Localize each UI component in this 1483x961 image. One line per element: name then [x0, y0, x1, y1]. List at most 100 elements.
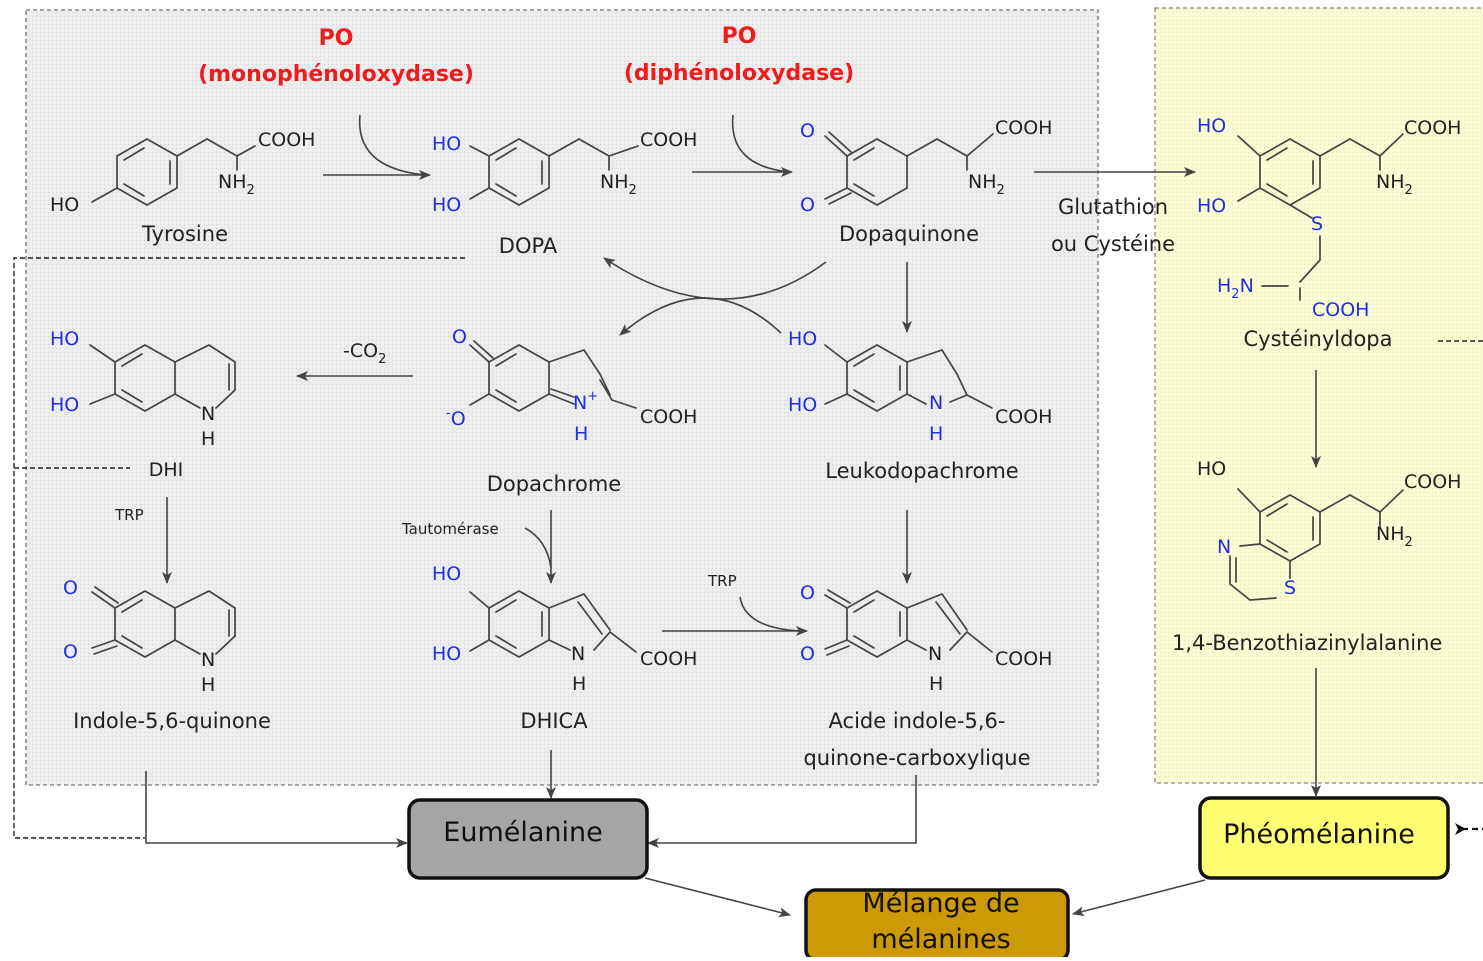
svg-text:N: N — [201, 403, 215, 425]
svg-text:O: O — [63, 577, 78, 599]
svg-text:O: O — [63, 641, 78, 663]
svg-text:HO: HO — [788, 394, 817, 416]
svg-text:HO: HO — [432, 643, 461, 665]
dashed-bracket — [13, 257, 465, 839]
svg-text:mélanines: mélanines — [871, 924, 1010, 955]
reagent-co2: -CO2 — [343, 340, 386, 367]
enzyme-di-name: (diphénoloxydase) — [624, 61, 854, 86]
svg-text:HO: HO — [50, 394, 79, 416]
box-eumelanine: Eumélanine — [407, 798, 649, 880]
svg-text:N: N — [929, 392, 943, 414]
svg-text:H: H — [201, 674, 215, 696]
reagent-glutathion: Glutathion — [1058, 195, 1168, 219]
svg-text:HO: HO — [1197, 195, 1226, 217]
svg-text:COOH: COOH — [1404, 117, 1461, 139]
svg-text:H: H — [572, 673, 586, 695]
svg-text:COOH: COOH — [1312, 299, 1369, 321]
arrow-enzyme-mono — [358, 114, 426, 176]
svg-text:COOH: COOH — [640, 648, 697, 670]
arrow-pheomelanine-to-melange — [1072, 879, 1206, 917]
svg-text:HO: HO — [432, 563, 461, 585]
dhica-structure: HO HO N H COOH — [432, 563, 697, 695]
svg-text:O: O — [452, 326, 467, 348]
reagent-cysteine: ou Cystéine — [1051, 232, 1175, 256]
label-dopa: DOPA — [499, 234, 558, 258]
arrow-indolequinone-to-eumelanine — [145, 771, 408, 848]
svg-text:N: N — [928, 643, 942, 665]
svg-text:Eumélanine: Eumélanine — [443, 817, 602, 848]
arrow-redox-to-dopachrome — [619, 297, 782, 336]
svg-text:O: O — [800, 194, 815, 216]
box-melange: Mélange de mélanines — [804, 888, 1070, 961]
enzyme-mono-name: (monophénoloxydase) — [198, 62, 474, 87]
svg-text:O: O — [800, 643, 815, 665]
indolequinone-structure: O O N H — [63, 577, 236, 696]
svg-text:N: N — [1217, 536, 1231, 558]
svg-text:HO: HO — [50, 194, 79, 216]
reagent-tautomerase: Tautomérase — [401, 520, 499, 538]
svg-text:COOH: COOH — [995, 648, 1052, 670]
pheomelanin-panel — [1154, 7, 1483, 784]
arrow-eumelanine-to-melange — [644, 877, 791, 918]
svg-text:HO: HO — [432, 133, 461, 155]
dashed-pheo-arrowhead — [1455, 823, 1466, 835]
svg-text:S: S — [1311, 213, 1323, 235]
dopachrome-structure: O -O N+ H COOH — [446, 326, 697, 445]
dhi-structure: HO HO N H — [50, 328, 236, 450]
svg-text:COOH: COOH — [1404, 471, 1461, 493]
label-cysteinyldopa: Cystéinyldopa — [1244, 327, 1393, 351]
box-pheomelanine: Phéomélanine — [1198, 796, 1450, 880]
svg-text:O: O — [800, 582, 815, 604]
svg-text:COOH: COOH — [640, 129, 697, 151]
svg-text:H2N: H2N — [1217, 275, 1254, 302]
label-dhi: DHI — [149, 459, 184, 481]
enzyme-di-title: PO — [722, 24, 757, 49]
arrow-tautomerase — [524, 527, 552, 569]
label-tyrosine: Tyrosine — [141, 222, 228, 246]
arrow-trp-dhica — [739, 596, 801, 632]
label-acid-line1: Acide indole-5,6- — [829, 709, 1006, 733]
label-leukodopachrome: Leukodopachrome — [825, 459, 1018, 483]
indolequinone-carboxylic-structure: O O N H COOH — [800, 582, 1052, 695]
svg-text:HO: HO — [1197, 115, 1226, 137]
label-indolequinone: Indole-5,6-quinone — [73, 709, 271, 733]
svg-text:Mélange de: Mélange de — [862, 888, 1019, 919]
svg-text:NH2: NH2 — [1376, 171, 1413, 198]
arrow-acid-to-eumelanine — [647, 775, 917, 848]
svg-text:H: H — [929, 673, 943, 695]
svg-text:NH2: NH2 — [968, 171, 1005, 198]
svg-text:COOH: COOH — [995, 406, 1052, 428]
svg-text:COOH: COOH — [258, 129, 315, 151]
svg-text:Phéomélanine: Phéomélanine — [1223, 819, 1415, 850]
svg-text:COOH: COOH — [995, 117, 1052, 139]
tyrosine-structure: COOH NH2 HO — [50, 129, 315, 216]
label-dhica: DHICA — [520, 709, 588, 733]
benzothiazinylalanine-structure: HO COOH NH2 N S — [1197, 458, 1461, 601]
svg-text:NH2: NH2 — [218, 171, 255, 198]
svg-text:HO: HO — [1197, 458, 1226, 480]
label-benzothiazinylalanine: 1,4-Benzothiazinylalanine — [1172, 631, 1442, 655]
eumelanin-panel — [25, 9, 1099, 786]
leukodopachrome-structure: HO HO N H COOH — [788, 328, 1052, 445]
svg-text:N: N — [571, 643, 585, 665]
reagent-trp: TRP — [114, 506, 144, 524]
svg-text:NH2: NH2 — [1376, 523, 1413, 550]
svg-text:HO: HO — [788, 328, 817, 350]
svg-text:N+: N+ — [573, 389, 598, 414]
svg-text:H: H — [201, 428, 215, 450]
reagent-trp-2: TRP — [707, 572, 737, 590]
svg-text:O: O — [800, 120, 815, 142]
dopa-structure: COOH NH2 HO HO — [432, 129, 697, 216]
enzyme-mono-title: PO — [319, 26, 354, 51]
dopaquinone-structure: O O COOH NH2 — [800, 117, 1052, 216]
label-dopaquinone: Dopaquinone — [839, 222, 979, 246]
cysteinyldopa-structure: HO HO COOH NH2 S H2N COOH — [1197, 115, 1461, 321]
svg-text:HO: HO — [432, 194, 461, 216]
svg-text:N: N — [201, 649, 215, 671]
label-acid-line2: quinone-carboxylique — [803, 746, 1030, 770]
svg-text:COOH: COOH — [640, 406, 697, 428]
svg-text:S: S — [1284, 577, 1296, 599]
svg-text:-O: -O — [446, 406, 466, 430]
